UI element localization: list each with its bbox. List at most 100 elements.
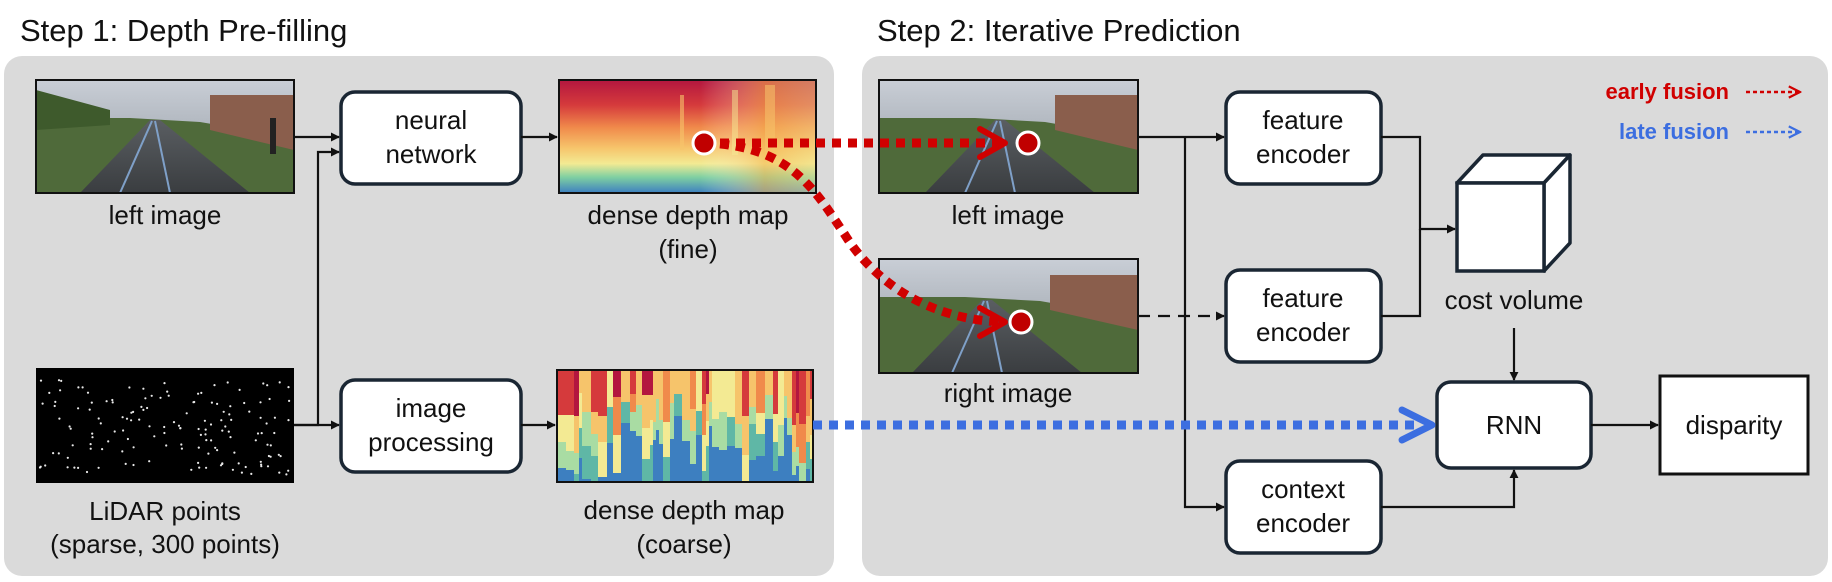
lidar-dot [185, 412, 188, 415]
coarse-cell [712, 370, 719, 419]
lidar-dot [97, 466, 100, 469]
lidar-dot [150, 394, 153, 397]
coarse-cell [756, 370, 765, 413]
coarse-cell [674, 370, 682, 394]
coarse-cell [690, 409, 696, 431]
step2-left-image [878, 79, 1139, 194]
lidar-dot [138, 418, 141, 421]
lidar-dot [111, 398, 114, 402]
lidar-dot [60, 379, 63, 382]
lidar-dot [180, 447, 183, 450]
lidar-dot [238, 388, 241, 391]
lidar-dot [260, 465, 263, 468]
lidar-dot [130, 411, 133, 414]
coarse-cell [792, 425, 796, 452]
lidar-dot [163, 382, 166, 385]
coarse-cell [706, 370, 709, 394]
lidar-dot [228, 413, 231, 416]
coarse-cell [787, 470, 792, 482]
lidar-dot [279, 455, 282, 458]
late-fusion-arrow [813, 406, 1436, 444]
coarse-cell [557, 468, 566, 482]
edge-fe-bottom-to-cost [1381, 229, 1422, 318]
lidar-dot [91, 432, 94, 435]
lidar-dot [229, 436, 232, 439]
coarse-cell [796, 370, 799, 413]
lidar-dot [148, 460, 151, 463]
right-image-point [1008, 309, 1034, 335]
lidar-dot [240, 471, 243, 474]
coarse-cell [621, 402, 630, 423]
coarse-cell [742, 416, 749, 455]
lidar-dot [216, 402, 219, 405]
coarse-cell [663, 370, 670, 422]
coarse-cell [582, 479, 591, 482]
coarse-cell [582, 412, 591, 446]
rnn-label: RNN [1486, 410, 1542, 440]
legend-early-label: early fusion [1606, 79, 1729, 104]
lidar-dot [259, 460, 262, 463]
coarse-cell [566, 470, 574, 482]
coarse-cell [682, 420, 690, 441]
coarse-cell [621, 440, 630, 482]
coarse-cell [806, 416, 810, 442]
coarse-cell [566, 370, 574, 415]
coarse-cell [579, 428, 582, 458]
coarse-cell [690, 370, 696, 409]
coarse-cell [566, 415, 574, 451]
lidar-dot [166, 390, 169, 393]
coarse-cell [579, 458, 582, 482]
depth-coarse-line2: (coarse) [636, 529, 731, 559]
coarse-cell [670, 439, 674, 459]
lidar-dot [221, 429, 224, 432]
coarse-cell [574, 370, 579, 416]
lidar-dot [266, 384, 269, 387]
coarse-cell [706, 421, 709, 446]
coarse-cell [598, 442, 607, 477]
coarse-cell [663, 422, 670, 457]
lidar-dot [226, 381, 229, 384]
lidar-dot [57, 452, 60, 455]
coarse-cell [579, 393, 582, 428]
coarse-cell [591, 370, 598, 412]
lidar-dot [52, 452, 55, 455]
coarse-cell [810, 370, 813, 399]
coarse-cell [709, 402, 712, 426]
edge-context-to-rnn [1381, 469, 1519, 509]
coarse-cell [735, 465, 742, 482]
lidar-dot [205, 466, 208, 469]
step2-title: Step 2: Iterative Prediction [877, 13, 1241, 48]
lidar-dot [59, 389, 62, 392]
step1-left-image-caption: left image [109, 200, 222, 230]
coarse-cell [756, 434, 765, 456]
coarse-cell [682, 370, 690, 420]
lidar-dot [68, 425, 71, 428]
lidar-dot [172, 421, 176, 424]
coarse-cell [749, 424, 756, 460]
lidar-dot [44, 464, 47, 467]
coarse-cell [642, 370, 650, 395]
coarse-cell [773, 442, 778, 471]
coarse-cell [806, 370, 810, 416]
lidar-dot [262, 382, 265, 385]
coarse-cell [792, 452, 796, 475]
coarse-cell [765, 419, 773, 450]
coarse-cell [696, 435, 702, 465]
lidar-dot [278, 471, 281, 474]
coarse-cell [659, 420, 663, 444]
lidar-dot [269, 455, 272, 458]
coarse-cell [735, 424, 742, 448]
lidar-dot [71, 444, 74, 447]
legend: early fusion late fusion [1606, 79, 1800, 144]
coarse-cell [653, 370, 656, 422]
lidar-dot [159, 396, 162, 399]
lidar-dot [86, 391, 90, 394]
lidar-dot [39, 465, 42, 468]
disparity-label: disparity [1686, 410, 1783, 440]
lidar-dot [142, 387, 145, 390]
feature-encoder-top-line1: feature [1263, 105, 1344, 135]
lidar-dot [250, 472, 253, 475]
coarse-cell [702, 435, 706, 471]
coarse-cell [670, 370, 674, 403]
